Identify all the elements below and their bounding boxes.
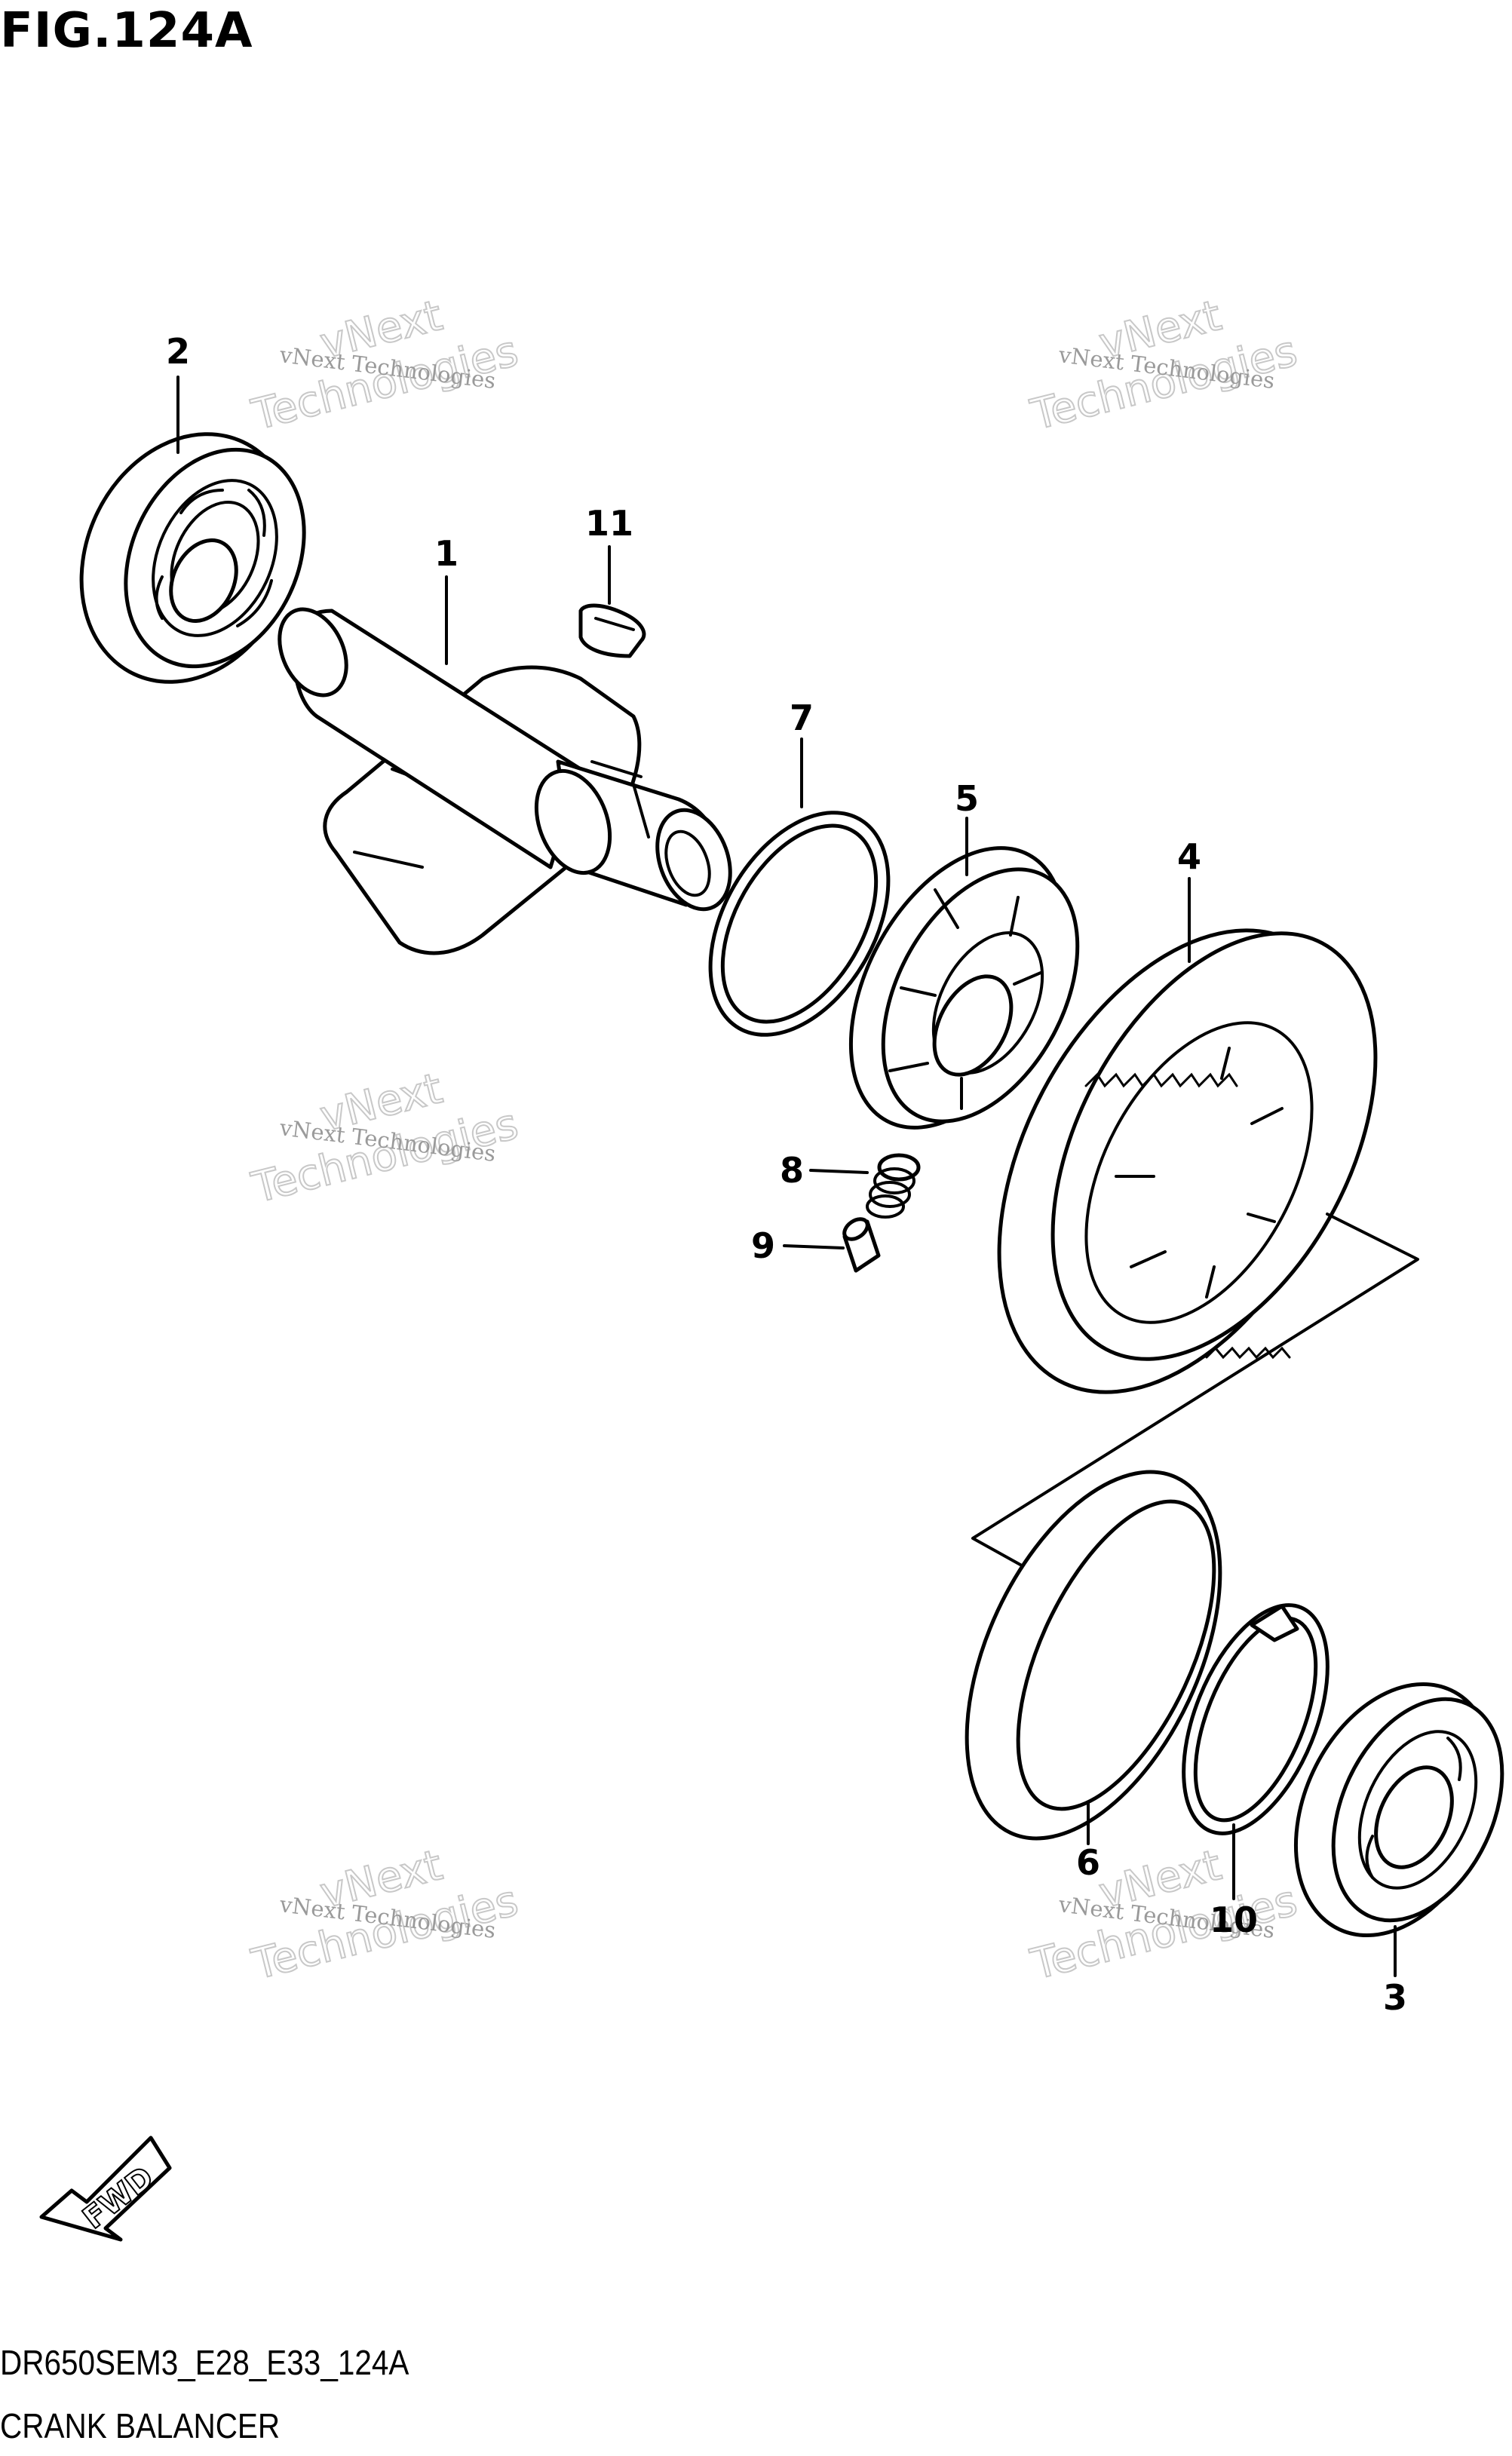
- callout-5: 5: [955, 778, 979, 819]
- part-2-bearing: [79, 432, 306, 684]
- callout-1: 1: [434, 533, 459, 574]
- part-4-balancer-gear: [997, 928, 1378, 1394]
- part-7-o-ring: [708, 811, 891, 1037]
- part-3-bearing: [1293, 1682, 1504, 1938]
- watermark-top-left: Technologies vNext vNext Technologies: [247, 290, 524, 440]
- watermark-bottom-left: Technologies vNext vNext Technologies: [247, 1840, 524, 1990]
- callout-9: 9: [751, 1225, 775, 1266]
- figure-description: CRANK BALANCER: [0, 2406, 281, 2445]
- leader-lines: [176, 376, 1397, 1977]
- callout-3: 3: [1383, 1977, 1407, 2018]
- figure-title: FIG.124A: [0, 3, 253, 59]
- callout-4: 4: [1177, 836, 1201, 877]
- callout-8: 8: [780, 1150, 804, 1191]
- callout-6: 6: [1076, 1842, 1100, 1883]
- watermark-mid-left: Technologies vNext vNext Technologies: [247, 1063, 524, 1213]
- part-1-balancer-shaft: [278, 607, 732, 955]
- part-6-thrust-washer: [965, 1470, 1222, 1841]
- watermark-bottom-right: Technologies vNext vNext Technologies: [1026, 1840, 1303, 1990]
- part-5-damper-hub: [848, 846, 1080, 1130]
- assembly-guide-lines: [971, 1213, 1419, 1578]
- callout-11: 11: [585, 503, 633, 544]
- callout-7: 7: [790, 698, 814, 738]
- callout-labels: 2 1 11 7 5 4 8 9 6 10 3: [166, 331, 1407, 2018]
- callout-2: 2: [166, 331, 190, 372]
- figure-code: DR650SEM3_E28_E33_124A: [0, 2343, 409, 2382]
- callout-10: 10: [1210, 1899, 1258, 1940]
- part-11-key: [578, 603, 646, 658]
- fwd-direction-arrow: FWD: [39, 2136, 172, 2242]
- part-8-spring: [866, 1153, 921, 1219]
- part-9-pin: [842, 1217, 881, 1273]
- part-10-circlip: [1182, 1603, 1330, 1835]
- watermark-top-right: Technologies vNext vNext Technologies: [1026, 290, 1303, 440]
